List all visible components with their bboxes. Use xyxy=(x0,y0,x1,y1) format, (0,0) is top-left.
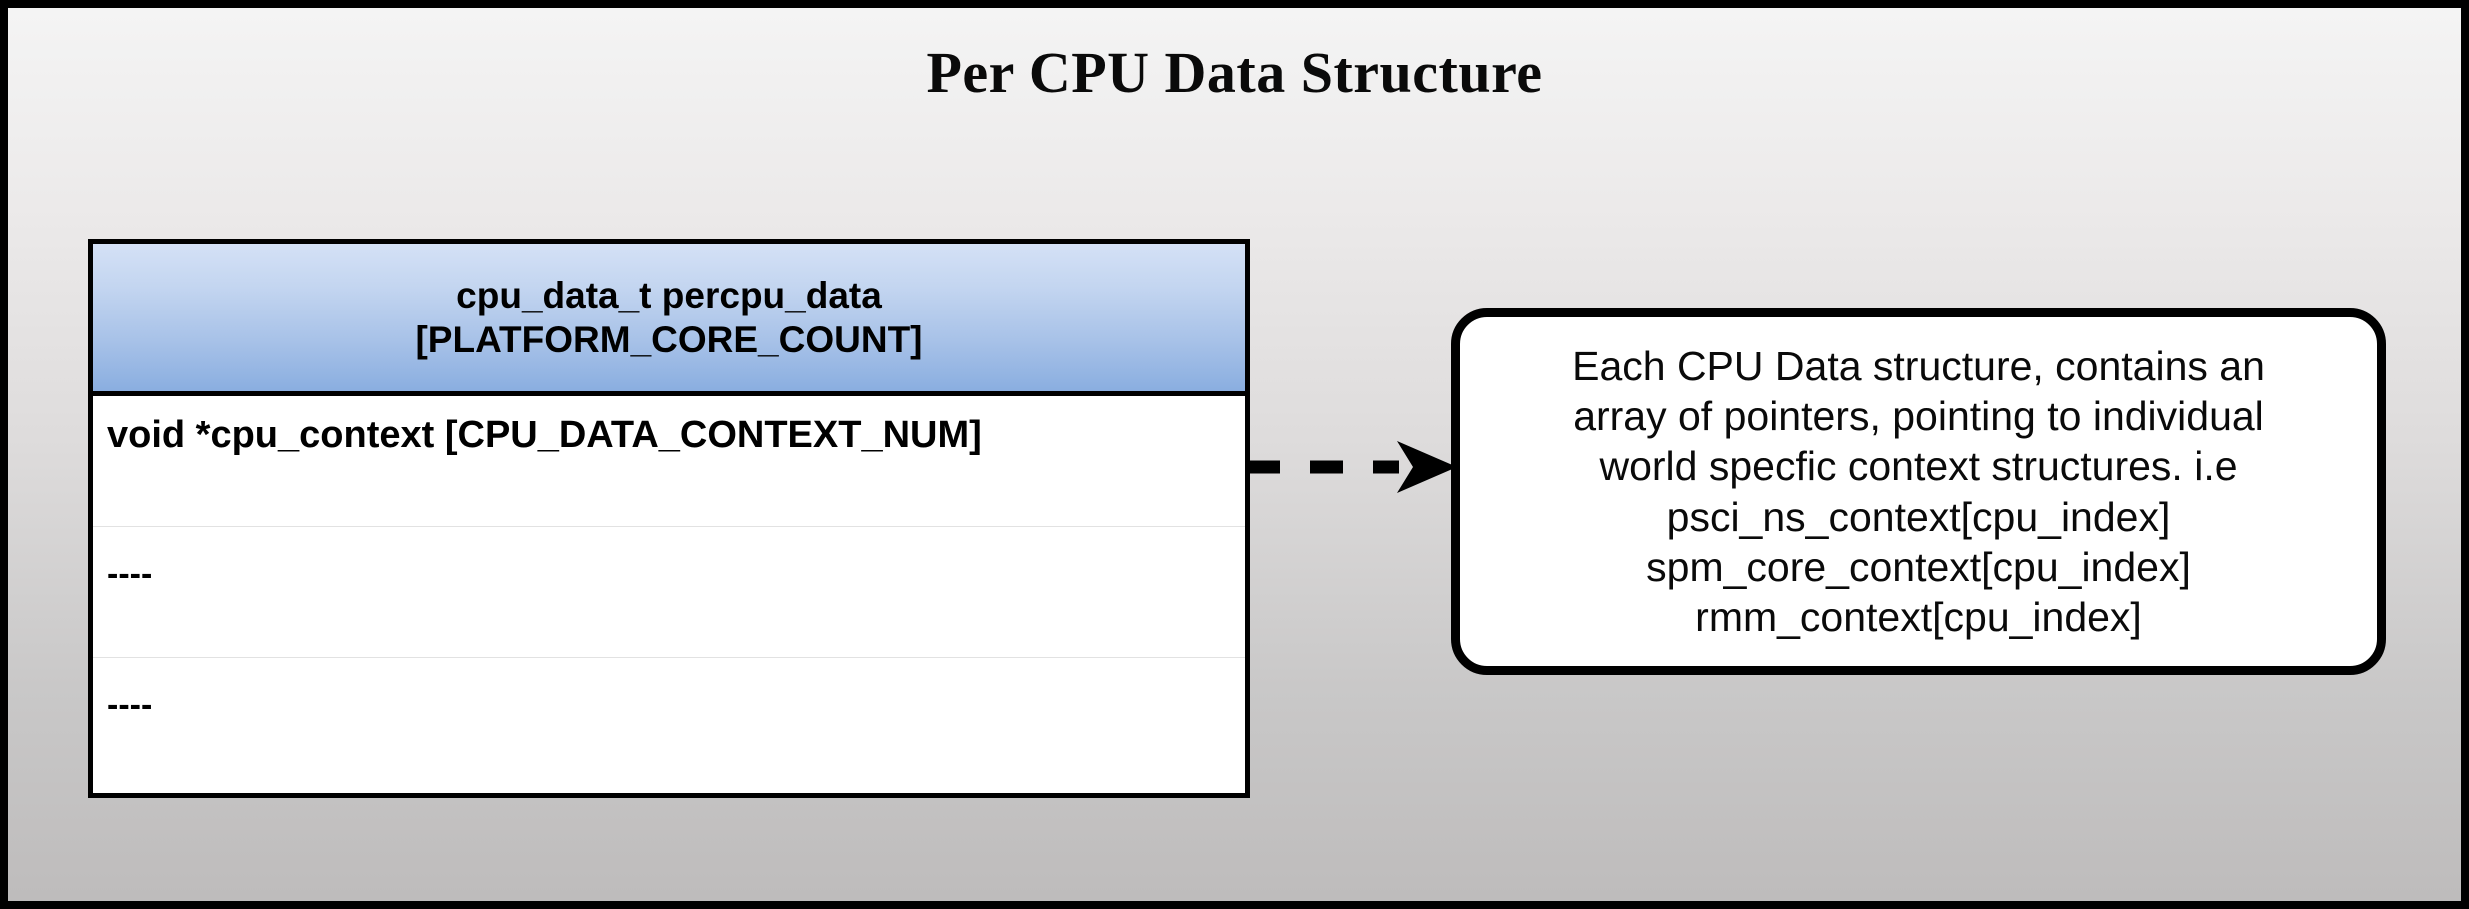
table-row: void *cpu_context [CPU_DATA_CONTEXT_NUM] xyxy=(93,396,1245,527)
dashed-arrow-svg xyxy=(1247,441,1457,493)
table-row: ---- xyxy=(107,686,153,724)
page-title: Per CPU Data Structure xyxy=(926,40,1543,105)
dashed-arrow-icon xyxy=(1247,438,1463,496)
percpu-data-struct-box: cpu_data_t percpu_data [PLATFORM_CORE_CO… xyxy=(88,239,1250,798)
struct-header: cpu_data_t percpu_data [PLATFORM_CORE_CO… xyxy=(93,244,1245,396)
callout-text: Each CPU Data structure, contains an arr… xyxy=(1572,343,2265,640)
table-row: ---- xyxy=(93,527,1245,658)
callout-box: Each CPU Data structure, contains an arr… xyxy=(1451,308,2386,675)
struct-header-line-2: [PLATFORM_CORE_COUNT] xyxy=(415,319,923,360)
struct-header-line-1: cpu_data_t percpu_data xyxy=(456,275,882,317)
